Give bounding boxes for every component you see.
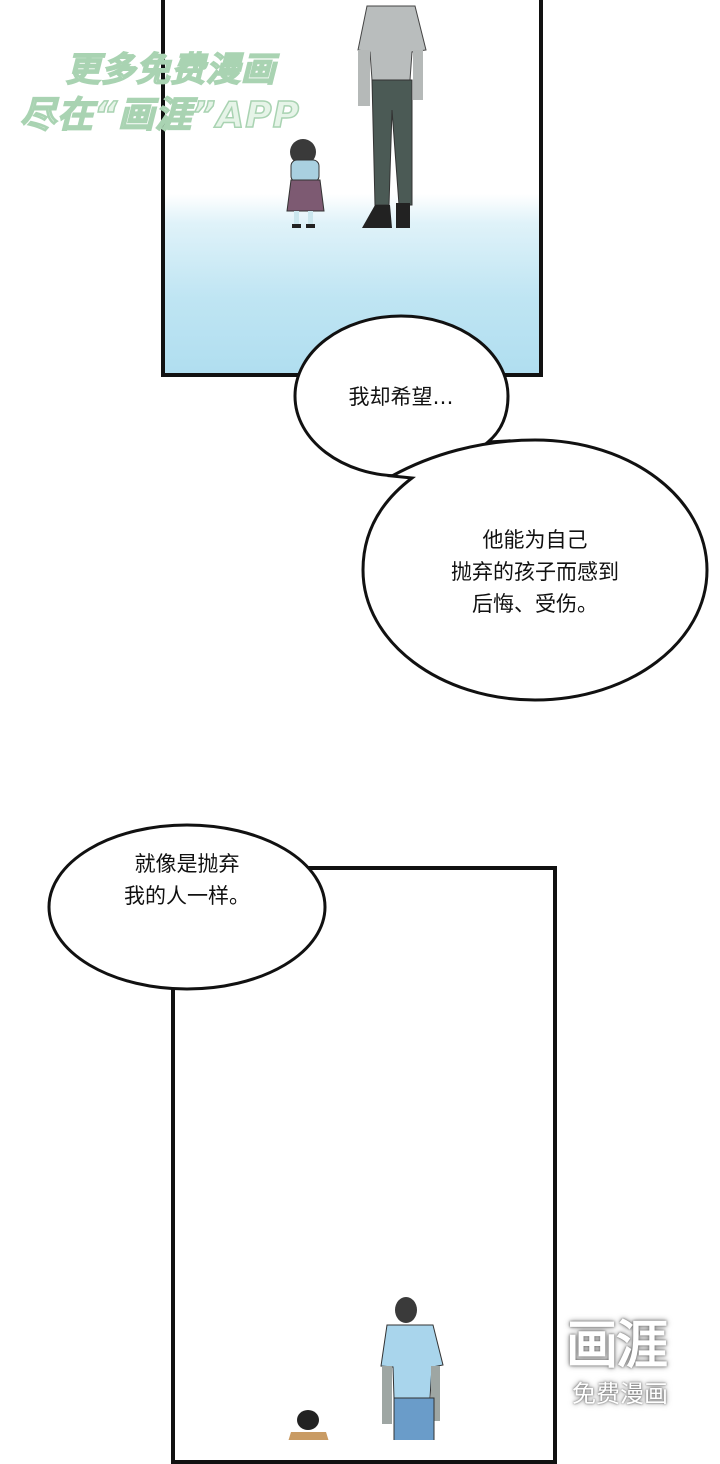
watermark-line-1: 更多免费漫画 bbox=[65, 49, 276, 91]
bubble-text-line: 就像是抛弃 bbox=[134, 852, 240, 876]
bubble-text-line: 我却希望… bbox=[348, 385, 454, 409]
watermark-line-2: 尽在“画涯”APP bbox=[19, 94, 301, 137]
speech-bubble-2 bbox=[361, 438, 709, 702]
man-figure-bottom bbox=[380, 1297, 444, 1440]
bubble-1-text: 我却希望… bbox=[301, 381, 501, 413]
watermark-logo: 画涯 bbox=[566, 1316, 668, 1376]
girl-figure bbox=[286, 139, 325, 228]
watermark-caption: 免费漫画 bbox=[572, 1380, 668, 1408]
man-figure bbox=[357, 5, 427, 228]
speech-bubble-3 bbox=[47, 823, 327, 991]
bubble-text-line: 我的人一样。 bbox=[124, 884, 250, 908]
comic-panel-top bbox=[161, 0, 543, 377]
bubble-2-text: 他能为自己 抛弃的孩子而感到 后悔、受伤。 bbox=[385, 524, 685, 620]
bubble-3-text: 就像是抛弃 我的人一样。 bbox=[67, 848, 307, 912]
bubble-text-line: 抛弃的孩子而感到 bbox=[451, 560, 619, 584]
bubble-text-line: 他能为自己 bbox=[482, 528, 588, 552]
bubble-text-line: 后悔、受伤。 bbox=[472, 592, 598, 616]
child-figure-bottom bbox=[288, 1410, 329, 1440]
